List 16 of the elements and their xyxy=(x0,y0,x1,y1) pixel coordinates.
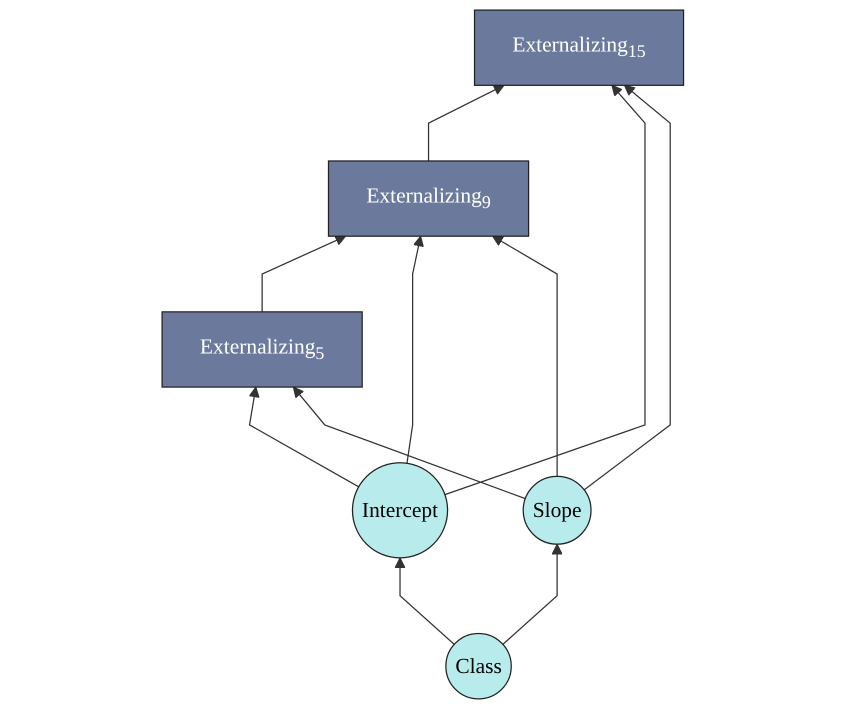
arrow xyxy=(444,84,646,496)
node-box: Externalizing$_{9}$ xyxy=(328,160,529,237)
arrow xyxy=(248,386,359,488)
arrow xyxy=(492,236,558,476)
arrow xyxy=(394,557,454,645)
node-circle: Class xyxy=(444,632,512,700)
node-circle: Intercept xyxy=(352,462,448,558)
arrow xyxy=(406,236,424,464)
arrow xyxy=(502,544,562,645)
arrow xyxy=(583,84,670,490)
node-box: Externalizing$_{15}$ xyxy=(474,9,684,86)
node-box: Externalizing$_{5}$ xyxy=(161,311,362,388)
arrow xyxy=(261,235,346,312)
node-circle: Slope xyxy=(522,476,592,545)
arrow xyxy=(428,84,504,161)
arrow xyxy=(292,386,526,500)
